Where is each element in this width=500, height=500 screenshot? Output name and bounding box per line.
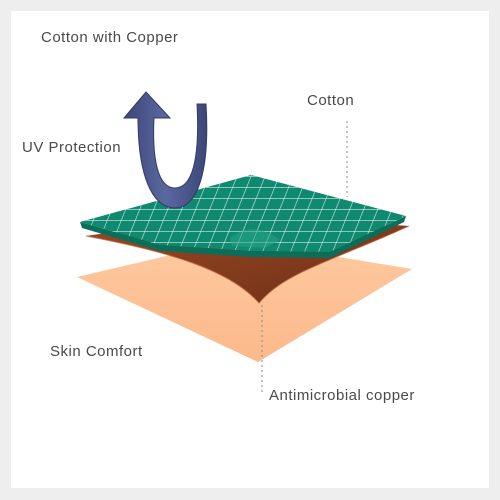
skin-comfort-layer [77,240,412,362]
copper-layer-highlight [85,225,410,304]
uv-protection-label: UV Protection [22,139,122,156]
cotton-label: Cotton [307,92,355,109]
curved-arrow-icon [122,91,208,209]
cotton-layer [80,175,406,258]
antimicrobial-copper-label: Antimicrobial copper [269,387,415,404]
skin-comfort-label: Skin Comfort [50,343,143,360]
diagram-title: Cotton with Copper [41,29,179,46]
